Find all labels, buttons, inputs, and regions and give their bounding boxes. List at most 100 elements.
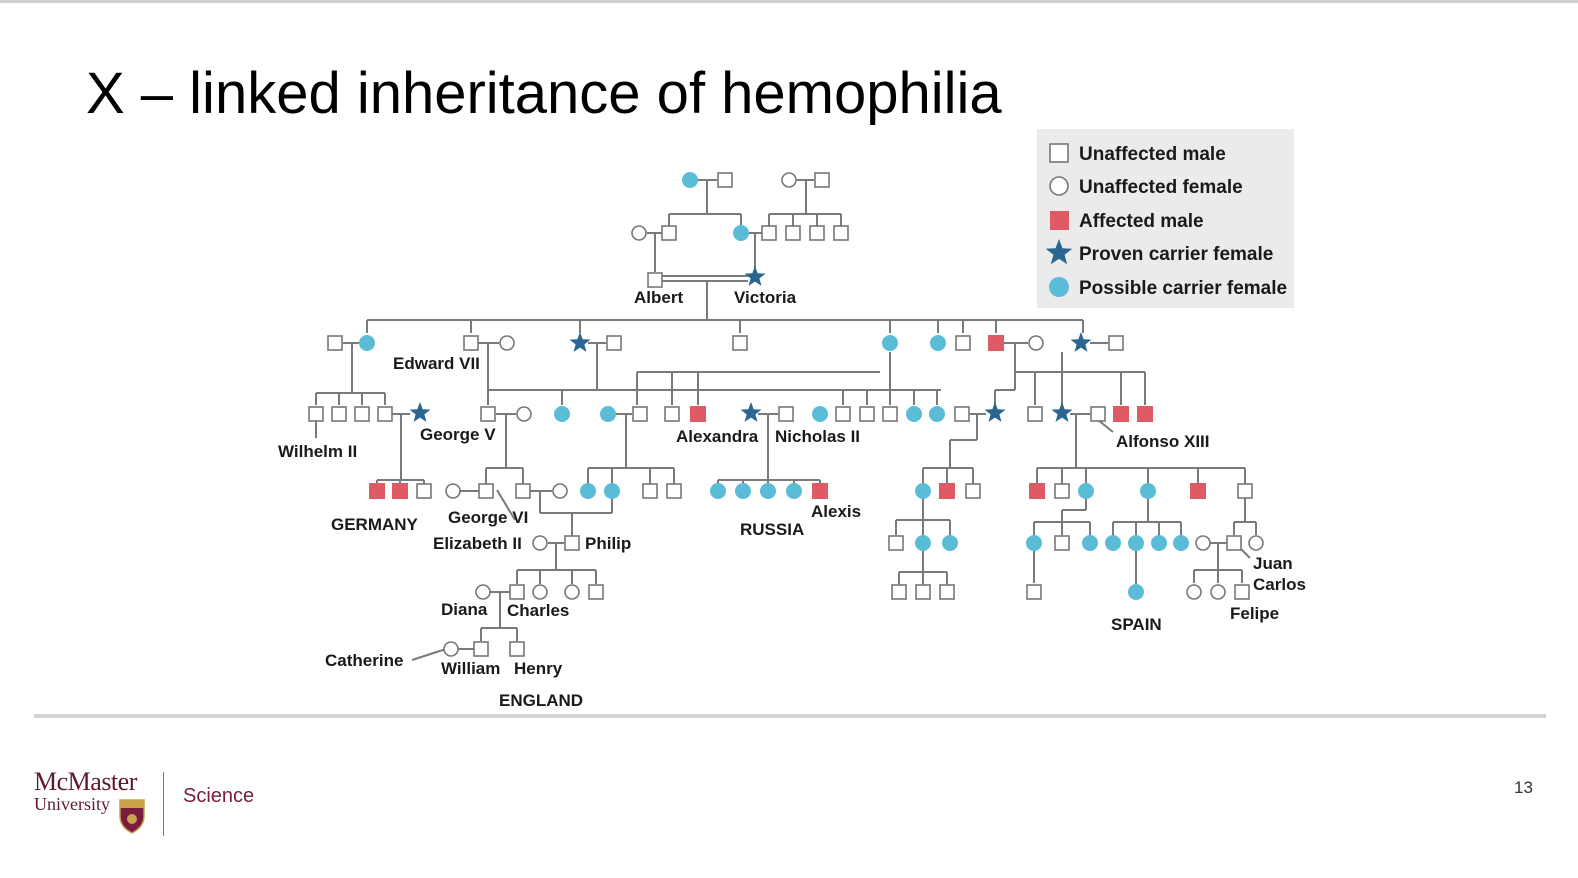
proven-carrier-female (740, 402, 762, 422)
william-label: William (441, 659, 500, 678)
unaffected-male (606, 335, 622, 351)
germany-label: GERMANY (331, 515, 419, 534)
george-v-label: George V (420, 425, 496, 444)
possible-carrier-female (710, 483, 726, 499)
proven-carrier-female (1051, 402, 1073, 422)
unaffected-male (564, 535, 580, 551)
philip-label: Philip (585, 534, 631, 553)
unaffected-male (327, 335, 343, 351)
unaffected-male (509, 641, 525, 657)
unaffected-male (1234, 584, 1250, 600)
george-vi-label: George VI (448, 508, 528, 527)
unaffected-male (1108, 335, 1124, 351)
unaffected-female (475, 584, 491, 600)
legend-label: Unaffected male (1079, 144, 1226, 165)
pedigree-line (1097, 419, 1114, 433)
unaffected-male (785, 225, 801, 241)
unaffected-female (532, 584, 548, 600)
unaffected-male (1054, 535, 1070, 551)
unaffected-male (955, 335, 971, 351)
proven-carrier-female (984, 402, 1006, 422)
affected-male (1190, 483, 1206, 499)
possible-carrier-female (915, 535, 931, 551)
affected-male (1113, 406, 1129, 422)
unaffected-male (835, 406, 851, 422)
unaffected-male (473, 641, 489, 657)
pedigree-line (411, 648, 447, 661)
possible-carrier-female (554, 406, 570, 422)
unaffected-male (891, 584, 907, 600)
unaffected-male (954, 406, 970, 422)
possible-carrier-female (359, 335, 375, 351)
unaffected-female (443, 641, 459, 657)
possible-carrier-female (906, 406, 922, 422)
henry-label: Henry (514, 659, 563, 678)
unaffected-male (1237, 483, 1253, 499)
affected-male (392, 483, 408, 499)
possible-carrier-female (929, 406, 945, 422)
mcmaster-logo: McMaster University (34, 767, 145, 834)
possible-carrier-female (786, 483, 802, 499)
proven-carrier-female (1070, 332, 1092, 352)
unaffected-male (354, 406, 370, 422)
crest-icon (119, 799, 145, 834)
unaffected-male (888, 535, 904, 551)
unaffected-female (445, 483, 461, 499)
proven-carrier-female (744, 266, 766, 286)
legend-circle-white-icon (1049, 176, 1069, 196)
possible-carrier-female (1140, 483, 1156, 499)
unaffected-female (1028, 335, 1044, 351)
possible-carrier-female (1151, 535, 1167, 551)
unaffected-female (532, 535, 548, 551)
unaffected-male (647, 272, 663, 288)
legend-label: Proven carrier female (1079, 244, 1273, 265)
unaffected-male (377, 406, 393, 422)
possible-carrier-female (882, 335, 898, 351)
unaffected-male (331, 406, 347, 422)
affected-male (812, 483, 828, 499)
unaffected-female (564, 584, 580, 600)
possible-carrier-female (1026, 535, 1042, 551)
unaffected-male (1054, 483, 1070, 499)
nicholas-ii-label: Nicholas II (775, 427, 860, 446)
possible-carrier-female (1173, 535, 1189, 551)
unaffected-male (480, 406, 496, 422)
unaffected-female (631, 225, 647, 241)
unaffected-male (642, 483, 658, 499)
unaffected-male (661, 225, 677, 241)
legend-circle-blue-icon (1049, 277, 1069, 297)
england-label: ENGLAND (499, 691, 583, 710)
alfonso-xiii-label: Alfonso XIII (1116, 432, 1210, 451)
unaffected-male (778, 406, 794, 422)
unaffected-male (732, 335, 748, 351)
unaffected-male (463, 335, 479, 351)
unaffected-male (882, 406, 898, 422)
unaffected-male (833, 225, 849, 241)
possible-carrier-female (682, 172, 698, 188)
possible-carrier-female (1082, 535, 1098, 551)
unaffected-male (1026, 584, 1042, 600)
possible-carrier-female (942, 535, 958, 551)
unaffected-female (1186, 584, 1202, 600)
possible-carrier-female (1078, 483, 1094, 499)
unaffected-female (1195, 535, 1211, 551)
possible-carrier-female (735, 483, 751, 499)
affected-male (1029, 483, 1045, 499)
unaffected-male (814, 172, 830, 188)
unaffected-male (509, 584, 525, 600)
unaffected-male (1027, 406, 1043, 422)
unaffected-male (666, 483, 682, 499)
wilhelm-ii-label: Wilhelm II (278, 442, 357, 461)
elizabeth-ii-label: Elizabeth II (433, 534, 522, 553)
unaffected-male (965, 483, 981, 499)
possible-carrier-female (580, 483, 596, 499)
legend-box (1037, 129, 1294, 308)
unaffected-male (664, 406, 680, 422)
slide-title: X – linked inheritance of hemophilia (86, 61, 1002, 126)
logo-name: McMaster (34, 767, 137, 796)
possible-carrier-female (812, 406, 828, 422)
unaffected-male (761, 225, 777, 241)
top-rule (0, 0, 1578, 3)
russia-label: RUSSIA (740, 520, 804, 539)
possible-carrier-female (1128, 535, 1144, 551)
